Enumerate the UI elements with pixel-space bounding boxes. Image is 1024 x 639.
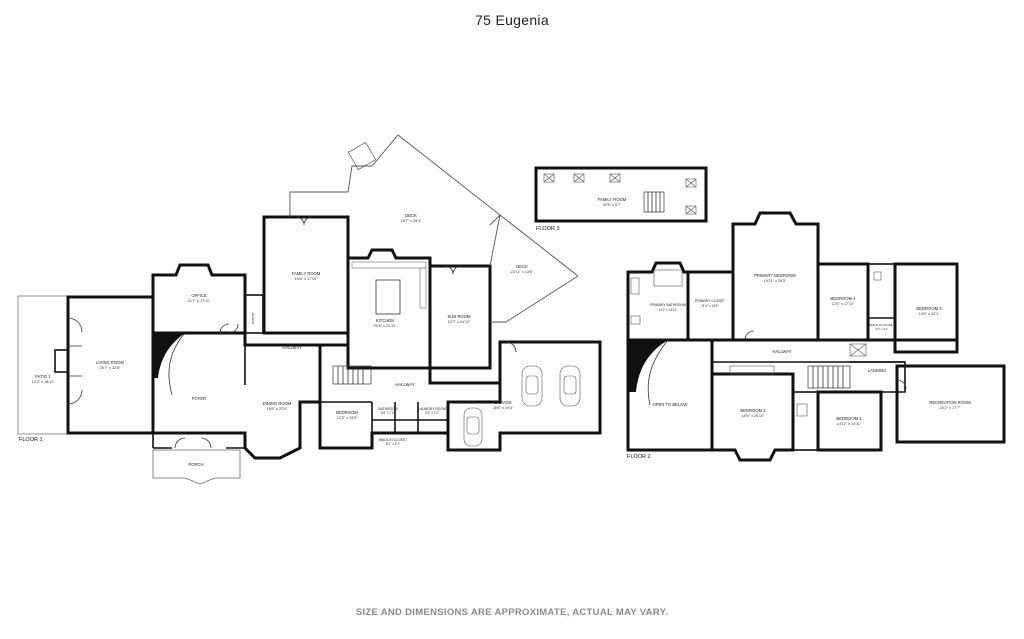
- room-label-hallway2: HALLWAY: [395, 382, 414, 387]
- room-label-deck: DECK: [405, 213, 417, 218]
- room-dims-garage: 28'6" x 19'3": [493, 406, 514, 410]
- room-dims-bed2: 18'5" x 20'10": [742, 414, 766, 418]
- room-label-deck2: DECK: [516, 264, 528, 269]
- kitchen-island: [375, 279, 401, 315]
- room-label-bed3: BEDROOM 3: [916, 306, 942, 311]
- room-label-bedroom: BEDROOM: [336, 410, 358, 415]
- room-label-family3: FAMILY ROOM: [598, 197, 627, 202]
- staircase-curve-2: [628, 340, 668, 392]
- room-dims-primarybath: 14'3" x 16'11": [658, 308, 677, 312]
- room-dims-patio1: 14'3" x 18'11": [32, 380, 55, 384]
- room-dims-bed1: 14'12" x 13'11": [837, 422, 862, 426]
- room-label-primarybed: PRIMARY BEDROOM: [754, 273, 796, 278]
- room-dims-recroom: 20'2" x 17'7": [940, 406, 961, 410]
- room-label-laundry: LAUNDRY ROOM: [418, 407, 446, 411]
- room-label-living: LIVING ROOM: [96, 360, 124, 365]
- bedroom3-walls: [893, 262, 959, 354]
- room-label-kitchen: KITCHEN: [376, 318, 394, 323]
- floor-2-plan: [626, 211, 1006, 462]
- room-dims-bed4: 12'6" x 17'10": [832, 302, 856, 306]
- room-label-patio1: PATIO 1: [35, 374, 51, 379]
- lower-rooms-walls: [318, 343, 502, 450]
- room-dims-family3: 32'5" x 6'7": [603, 203, 622, 207]
- floor3-walls: [534, 166, 708, 223]
- room-label-hallway1: HALLWAY: [282, 345, 301, 350]
- room-dims-kitchen: 20'9" x 22'11": [374, 324, 397, 328]
- room-label-porch: PORCH: [188, 462, 203, 467]
- stairs-floor2: [807, 365, 851, 389]
- room-label-bed2: BEDROOM 2: [740, 408, 766, 413]
- room-label-office: OFFICE: [191, 293, 207, 298]
- room-label-bed4: BEDROOM 4: [830, 296, 856, 301]
- staircase-curve: [153, 333, 185, 378]
- room-label-sunroom: SUN ROOM: [447, 314, 471, 319]
- patio-area: [17, 295, 69, 435]
- room-label-dining: DINING ROOM: [263, 401, 292, 406]
- room-dims-walkin2: 5'4" x 3'1": [876, 327, 889, 331]
- floor-3-plan: [534, 166, 708, 223]
- deck2-outline: [489, 214, 579, 323]
- floor-1-plan: [17, 134, 602, 485]
- room-dims-bedroom: 12'3" x 13'3": [337, 416, 358, 420]
- disclaimer-text: SIZE AND DIMENSIONS ARE APPROXIMATE, ACT…: [355, 607, 669, 618]
- room-label-hallway3: HALLWAY: [772, 349, 791, 354]
- floor-1-label: FLOOR 1: [19, 437, 43, 443]
- car-icons: [463, 365, 581, 447]
- office-walls: [151, 263, 247, 335]
- room-label-primarycloset: PRIMARY CLOSET: [695, 299, 725, 303]
- garage-walls: [446, 340, 602, 452]
- room-label-family1: FAMILY ROOM: [292, 271, 321, 276]
- room-label-bathroom: BATHROOM: [378, 407, 398, 411]
- plan-title: 75 Eugenia: [475, 12, 549, 28]
- porch-outline: [152, 449, 241, 485]
- room-label-recroom: RECREATION ROOM: [929, 400, 971, 405]
- room-dims-family1: 19'8" x 17'10": [295, 277, 319, 281]
- room-label-opentobelow: OPEN TO BELOW: [653, 402, 688, 407]
- room-dims-deck: 16'7" x 25'4": [401, 219, 422, 223]
- room-dims-office: 21'7" x 17'11": [188, 299, 211, 303]
- room-dims-primarycloset: 11'4" x 15'9": [701, 304, 718, 308]
- deck-outline: [289, 134, 501, 267]
- room-label-walkin2: WALK-IN CLOSET: [869, 323, 894, 327]
- stairs-floor1: [332, 365, 372, 385]
- room-dims-dining: 16'5" x 22'6": [267, 407, 288, 411]
- room-label-walkin: WALK-IN CLOSET: [379, 438, 408, 442]
- room-label-primarybath: PRIMARY BATHROOM: [650, 303, 686, 307]
- sun-room-walls: [428, 264, 492, 370]
- room-label-bed1: BEDROOM 1: [836, 416, 862, 421]
- room-dims-laundry: 6'3" x 7'3": [425, 411, 439, 415]
- room-dims-sunroom: 10'7" x 24'12": [448, 320, 472, 324]
- recreation-room-walls: [895, 364, 1006, 444]
- room-label-pantry: PANTRY: [251, 312, 255, 324]
- room-label-foyer: FOYER: [192, 396, 206, 401]
- stairs-floor3: [643, 191, 665, 213]
- floor-2-label: FLOOR 2: [627, 454, 651, 460]
- living-room-walls: [66, 295, 155, 435]
- primary-bath-walls: [626, 261, 690, 342]
- hallway-top-wall: [688, 338, 959, 352]
- floor-3-label: FLOOR 3: [536, 226, 560, 232]
- room-dims-deck2: 23'11" x 13'6": [511, 270, 534, 274]
- bedroom1-walls: [816, 390, 883, 452]
- room-dims-bathroom: 8'4" x 7'5": [381, 411, 395, 415]
- room-label-garage: GARAGE: [494, 400, 512, 405]
- foyer-dining-walls: [151, 331, 322, 460]
- room-dims-walkin: 8'1" x 5'3": [386, 442, 400, 446]
- room-dims-primarybed: 19'11" x 29'3": [764, 279, 787, 283]
- kitchen-walls: [346, 248, 432, 370]
- room-label-landing: LANDING: [868, 368, 887, 373]
- room-dims-living: 26'7" x 32'5": [100, 366, 121, 370]
- fireplace: [54, 349, 69, 373]
- room-dims-bed3: 14'6" x 22'1": [919, 312, 940, 316]
